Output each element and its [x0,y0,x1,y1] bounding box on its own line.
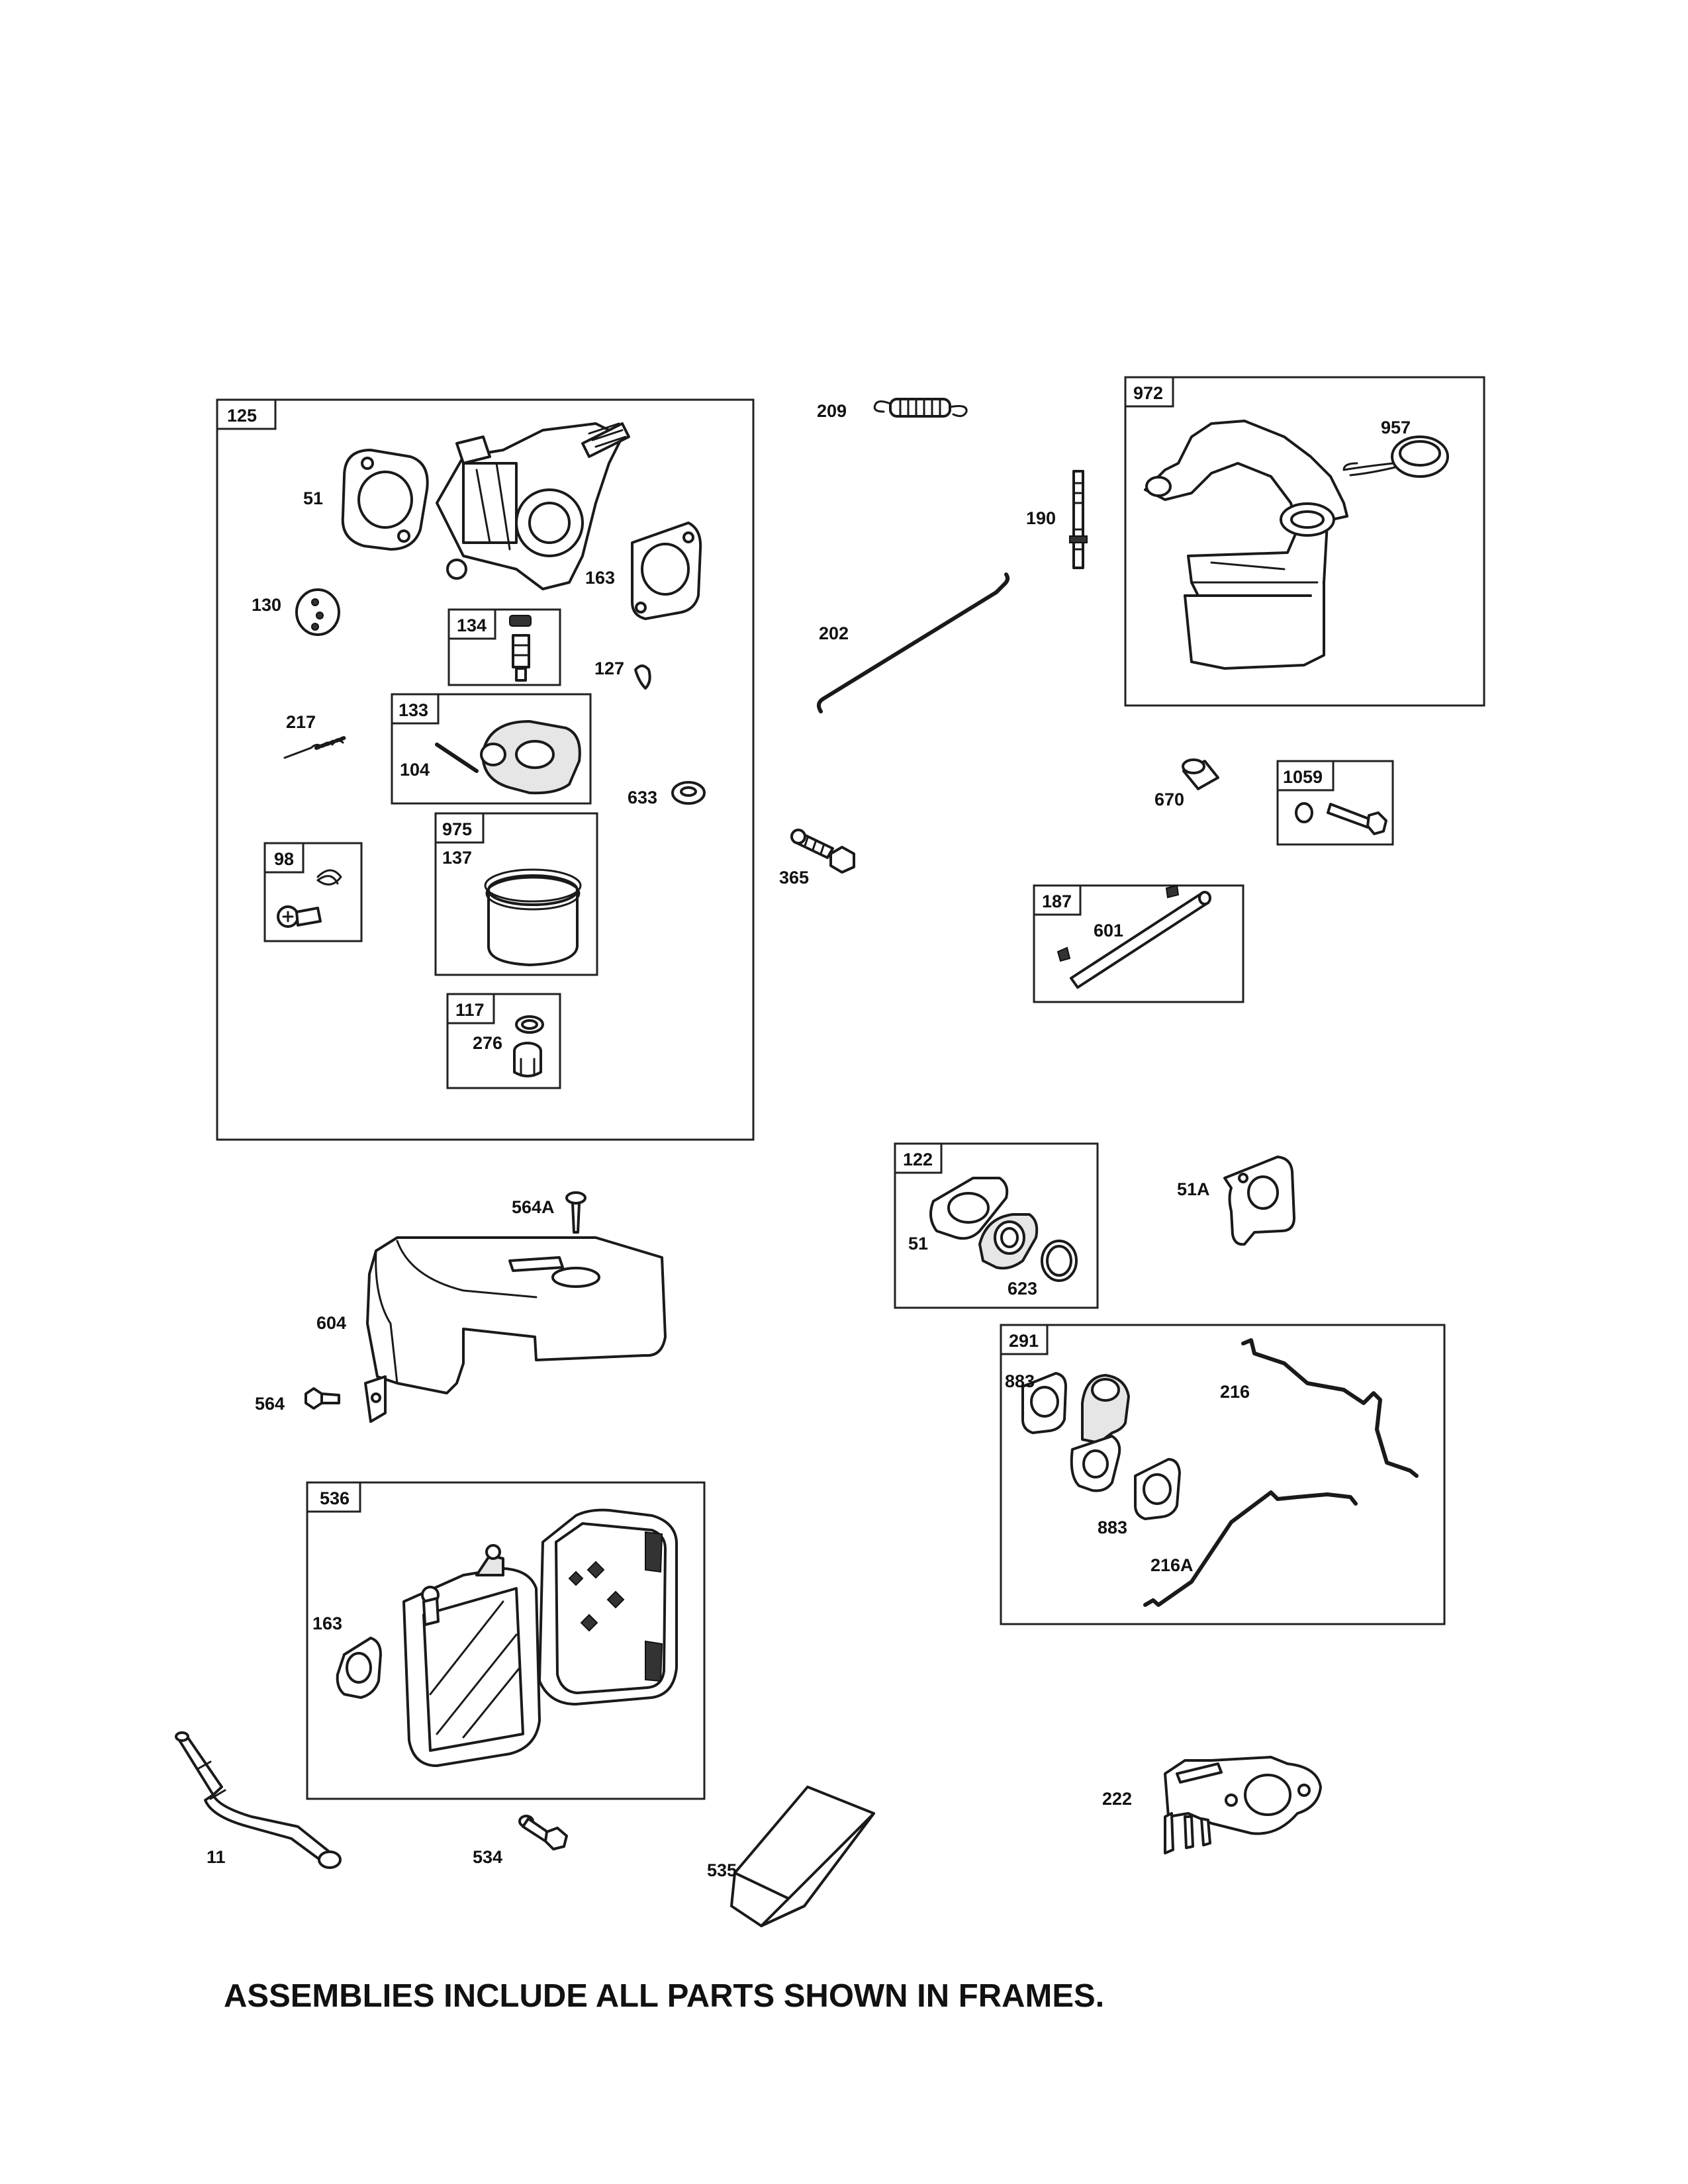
label-51b: 51 [908,1234,928,1253]
frame-tag-134: 134 [457,615,487,635]
frame-tag-133: 133 [399,700,428,720]
frame-98 [263,842,363,942]
label-534: 534 [473,1847,502,1867]
fuel-tank [1144,420,1348,670]
label-190: 190 [1026,508,1056,528]
label-127: 127 [594,659,624,678]
spring-217 [283,736,346,759]
bowl-137 [484,868,582,966]
frame-125 [216,398,755,1141]
frame-187 [1033,884,1244,1003]
label-957: 957 [1381,418,1411,437]
filter-535 [730,1786,875,1927]
gasket-163 [631,522,702,620]
bolt-534 [518,1815,568,1850]
label-365: 365 [779,868,809,887]
label-216A: 216A [1150,1555,1194,1575]
frame-291 [1000,1324,1446,1625]
frame-tag-125: 125 [227,406,257,426]
label-633: 633 [628,788,657,807]
frame-tag-291: 291 [1009,1331,1039,1351]
gasket-51 [341,449,429,551]
breather-tube-11 [175,1731,342,1869]
label-601: 601 [1094,921,1123,940]
carburetor [436,422,630,590]
float-133 [435,720,581,795]
frame-117 [446,993,561,1089]
label-202: 202 [819,623,849,643]
washer-633 [671,781,706,805]
label-564A: 564A [512,1197,555,1217]
link-rod-202 [816,572,1010,713]
label-604: 604 [316,1313,346,1333]
screw-564 [305,1387,340,1410]
spacer-670 [1182,758,1219,790]
bracket-222 [1164,1756,1322,1854]
stud-190 [1069,470,1088,569]
gasket-51A [1223,1156,1295,1246]
intake-122 [929,1177,1078,1282]
frame-tag-98: 98 [274,849,294,869]
label-163: 163 [585,568,615,588]
label-564: 564 [255,1394,285,1414]
needle-valve-134 [509,615,532,682]
label-51: 51 [303,488,323,508]
frame-975 [434,812,598,976]
fuel-cap-957 [1342,435,1449,478]
governor-parts-291 [1021,1338,1419,1607]
idle-screw-98 [277,869,342,928]
label-11: 11 [207,1847,226,1867]
frame-134 [447,608,561,686]
bowl-nut-117 [513,1015,544,1077]
shield-604 [364,1236,667,1423]
footer-note: ASSEMBLIES INCLUDE ALL PARTS SHOWN IN FR… [224,1978,1105,2014]
bolt-1059 [1295,802,1387,835]
label-137: 137 [442,848,472,868]
label-222: 222 [1102,1789,1132,1809]
frame-133 [391,693,592,805]
frame-tag-122: 122 [903,1150,933,1169]
gasket-163b [336,1637,382,1699]
label-51A: 51A [1177,1179,1210,1199]
fuel-line-187 [1056,884,1211,989]
label-209: 209 [817,401,847,421]
clip-127 [634,664,651,690]
label-670: 670 [1154,790,1184,809]
frame-972 [1124,376,1485,707]
label-535: 535 [707,1860,737,1880]
frame-122 [894,1142,1099,1309]
frame-536 [306,1481,706,1800]
label-163b: 163 [312,1614,342,1633]
plate-130 [295,588,340,636]
air-cleaner-536 [402,1508,678,1767]
label-130: 130 [252,595,281,615]
label-276: 276 [473,1033,502,1053]
label-623: 623 [1008,1279,1037,1298]
spring-209 [873,398,968,418]
frame-1059 [1276,760,1394,846]
frame-tag-1059: 1059 [1283,767,1323,787]
frame-tag-975: 975 [442,819,472,839]
label-104: 104 [400,760,430,780]
frame-tag-972: 972 [1133,383,1163,403]
label-216: 216 [1220,1382,1250,1402]
frame-tag-536: 536 [320,1488,350,1508]
label-217: 217 [286,712,316,732]
label-883: 883 [1005,1371,1035,1391]
frame-tag-117: 117 [455,1000,485,1020]
screw-564A [565,1191,586,1234]
bolt-365 [790,829,855,874]
label-883b: 883 [1098,1518,1127,1537]
frame-tag-187: 187 [1042,891,1072,911]
